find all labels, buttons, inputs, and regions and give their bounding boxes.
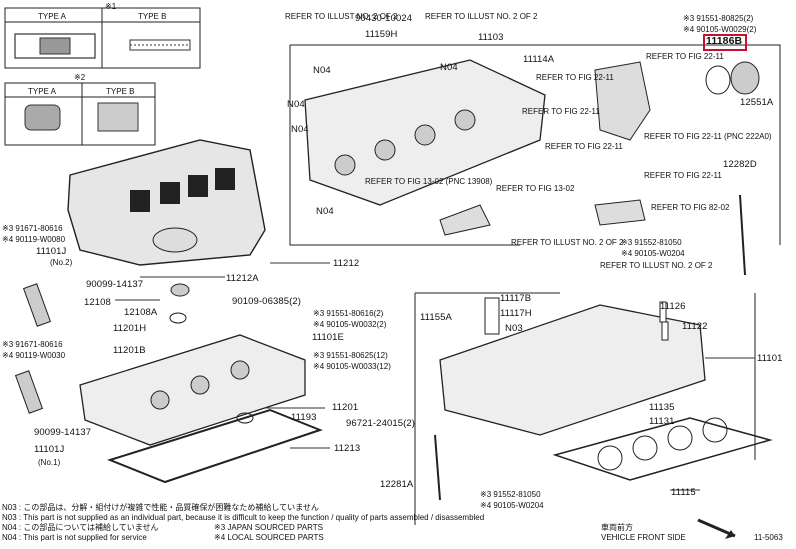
inset-box-mid [4, 82, 156, 146]
ref-fig: REFER TO FIG 22-11 [522, 107, 600, 116]
part-label: 12281A [380, 479, 414, 490]
inset-type-b-label: TYPE B [138, 12, 167, 21]
front-label-jp: 車両前方 [601, 523, 633, 532]
part-label: 90109-06385(2) [232, 296, 302, 307]
figure-code: 11-5063 [754, 533, 783, 542]
part-label: 12108A [124, 307, 158, 318]
footer-note-3: N04 : この部品については補給していません [2, 523, 159, 532]
part-label: ※4 90105-W0032(2) [313, 320, 387, 329]
note-no1: (No.1) [38, 458, 61, 467]
part-label: 11159H [365, 29, 398, 40]
ref-fig: REFER TO FIG 22-11 [536, 73, 614, 82]
part-label: ※4 90105-W0033(12) [313, 362, 391, 371]
ref-label-4: REFER TO ILLUST NO. 2 OF 2 [600, 261, 713, 270]
part-label: 11201 [332, 402, 359, 413]
part-label: ※4 90105-W0204 [621, 249, 685, 258]
part-label: ※3 91551-80616(2) [313, 309, 384, 318]
note-mark-1: ※1 [105, 2, 117, 11]
part-label: ※3 91671-80616 [2, 224, 63, 233]
part-label: 11101 [757, 353, 783, 364]
part-label: 90430-10024 [355, 13, 413, 24]
part-label: ※3 91552-81050 [621, 238, 682, 247]
part-label: N04 [287, 99, 305, 110]
footer-note-5: ※3 JAPAN SOURCED PARTS [214, 523, 323, 532]
part-label: 11155A [420, 312, 452, 323]
part-label: 11122 [682, 321, 708, 332]
ref-fig: REFER TO FIG 22-11 [545, 142, 623, 151]
part-label: 11115 [671, 487, 696, 498]
part-label: 11126 [660, 301, 686, 312]
cylinder-head [439, 304, 706, 436]
part-label: N04 [313, 65, 331, 76]
part-label: 11212A [226, 273, 259, 284]
part-label: ※4 90105-W0204 [480, 501, 544, 510]
part-label: 11103 [478, 32, 504, 43]
footer-note-1: N03 : この部品は、分解・組付けが複雑で性能・品質確保が困難なため補給してい… [2, 503, 319, 512]
part-label: ※4 90119-W0080 [2, 235, 66, 244]
part-label: 11117B [500, 293, 532, 304]
part-label: N04 [440, 62, 458, 73]
part-label: ※3 91552-81050 [480, 490, 541, 499]
part-label: 11193 [291, 412, 317, 423]
part-label: 90099-14137 [34, 427, 92, 438]
part-label: ※4 90119-W0030 [2, 351, 66, 360]
footer-note-6: ※4 LOCAL SOURCED PARTS [214, 533, 324, 542]
inset-type-a-label: TYPE A [38, 12, 67, 21]
part-label: 90099-14137 [86, 279, 144, 290]
front-label: VEHICLE FRONT SIDE [601, 533, 686, 542]
note-mark-2: ※2 [74, 73, 86, 82]
ref-fig: REFER TO FIG 82-02 [651, 203, 730, 212]
part-label: ※3 91671-80616 [2, 340, 63, 349]
part-label: ※3 91551-80625(12) [313, 351, 388, 360]
part-label: 11212 [333, 258, 360, 269]
part-label: 12108 [84, 297, 111, 308]
part-label: 11135 [649, 402, 675, 413]
part-label: 11201H [113, 323, 147, 334]
ref-fig: REFER TO FIG 13-02 (PNC 13908) [365, 177, 493, 186]
part-label: N04 [291, 124, 309, 135]
ref-label-3: REFER TO ILLUST NO. 2 OF 2 [511, 238, 624, 247]
part-label: 11101J [36, 246, 67, 257]
part-label: 11101E [312, 332, 344, 343]
ref-label-2: REFER TO ILLUST NO. 2 OF 2 [425, 12, 538, 21]
part-label: 11201B [113, 345, 146, 356]
part-label: ※4 90105-W0029(2) [683, 25, 757, 34]
part-label: 11114A [523, 54, 555, 65]
inset-type-a-label-2: TYPE A [28, 87, 57, 96]
note-no2: (No.2) [50, 258, 73, 267]
ref-label-1: REFER TO ILLUST NO. 2 OF 2 [285, 12, 398, 21]
highlighted-part-box[interactable] [703, 34, 747, 51]
part-label: N04 [316, 206, 334, 217]
part-label: 12551A [740, 97, 774, 108]
part-label: 12282D [723, 159, 757, 170]
ref-fig: REFER TO FIG 22-11 (PNC 222A0) [644, 132, 772, 141]
part-label: ※3 91551-80825(2) [683, 14, 754, 23]
ref-fig: REFER TO FIG 22-11 [644, 171, 722, 180]
part-label: 11101J [34, 444, 65, 455]
part-label: 96721-24015(2) [346, 418, 416, 429]
footer-note-2: N03 : This part is not supplied as an in… [2, 513, 485, 522]
part-label: 11117H [500, 308, 532, 319]
part-label: 11131 [649, 416, 675, 427]
ref-fig: REFER TO FIG 13-02 [496, 184, 575, 193]
inset-type-b-label-2: TYPE B [106, 87, 135, 96]
part-label: 11213 [334, 443, 361, 454]
footer-note-4: N04 : This part is not supplied for serv… [2, 533, 147, 542]
ref-fig: REFER TO FIG 22-11 [646, 52, 724, 61]
part-label: N03 [505, 323, 523, 334]
highlighted-part-label[interactable]: 11186B [706, 35, 743, 47]
